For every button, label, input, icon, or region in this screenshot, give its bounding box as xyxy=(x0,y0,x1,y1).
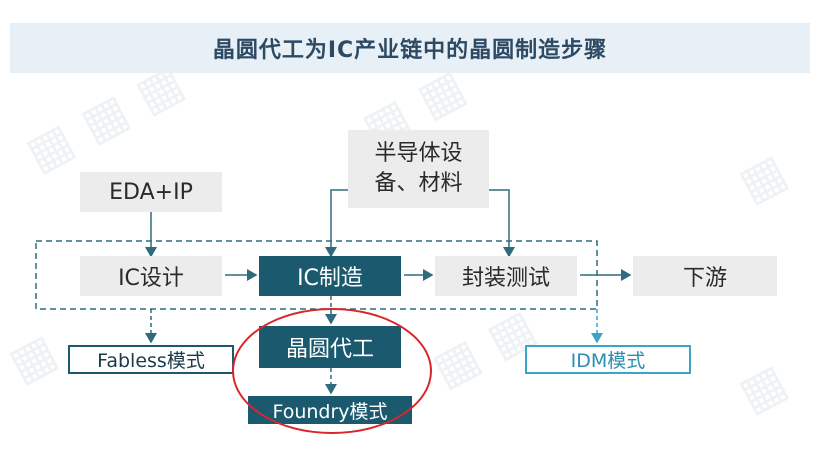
fabless-mode-node: Fabless模式 xyxy=(68,345,234,374)
eda-ip-label: EDA+IP xyxy=(109,179,193,205)
title-bar: 晶圆代工为IC产业链中的晶圆制造步骤 xyxy=(10,23,810,73)
equipment-materials-node: 半导体设 备、材料 xyxy=(348,130,489,208)
packaging-testing-node: 封装测试 xyxy=(435,256,577,296)
arrow-equipment-to-manufacturing xyxy=(325,189,348,258)
downstream-label: 下游 xyxy=(682,266,727,291)
arrow-equipment-to-packaging xyxy=(489,189,515,258)
ic-design-node: IC设计 xyxy=(80,256,222,296)
idm-mode-label: IDM模式 xyxy=(570,350,646,372)
fabless-mode-label: Fabless模式 xyxy=(97,350,205,372)
downstream-node: 下游 xyxy=(633,256,777,296)
ic-design-label: IC设计 xyxy=(118,266,184,291)
idm-mode-node: IDM模式 xyxy=(525,345,691,374)
equipment-label-line1: 半导体设 xyxy=(374,141,463,166)
eda-ip-node: EDA+IP xyxy=(80,172,222,212)
highlight-oval xyxy=(232,308,432,434)
diagram-title: 晶圆代工为IC产业链中的晶圆制造步骤 xyxy=(212,38,608,63)
equipment-label-line2: 备、材料 xyxy=(374,171,463,196)
ic-manufacturing-node: IC制造 xyxy=(259,256,401,296)
packaging-testing-label: 封装测试 xyxy=(461,266,550,291)
ic-manufacturing-label: IC制造 xyxy=(297,266,363,291)
